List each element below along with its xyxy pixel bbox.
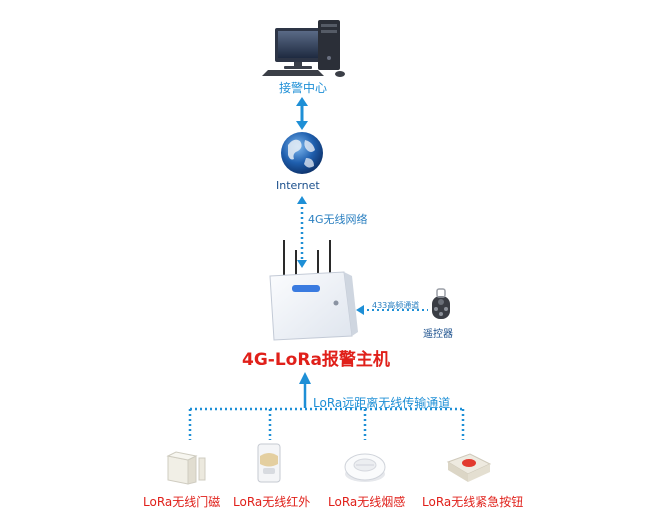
lora-channel-label: LoRa远距离无线传输通道 <box>313 396 451 410</box>
remote-label: 遥控器 <box>423 329 453 340</box>
alarm-host-icon <box>269 240 358 341</box>
emergency-button-icon <box>446 453 492 482</box>
lora-bus <box>188 407 465 440</box>
device-label-smoke: LoRa无线烟感 <box>328 495 406 509</box>
smoke-detector-icon <box>344 453 386 482</box>
network-link-label: 4G无线网络 <box>308 213 368 226</box>
computer-icon <box>262 20 345 77</box>
remote-link-arrow <box>356 305 428 315</box>
bus-to-host-arrow <box>299 372 311 408</box>
center-label: 接警中心 <box>279 81 328 95</box>
device-label-emergency: LoRa无线紧急按钮 <box>422 495 524 509</box>
device-label-pir: LoRa无线红外 <box>233 495 311 509</box>
remote-control-icon <box>432 288 450 319</box>
host-title: 4G-LoRa报警主机 <box>242 350 390 370</box>
center-internet-arrow <box>296 97 308 130</box>
internet-label: Internet <box>276 179 320 192</box>
globe-icon <box>281 132 323 174</box>
door-sensor-icon <box>166 451 206 485</box>
pir-sensor-icon <box>257 443 281 483</box>
device-label-door: LoRa无线门磁 <box>143 495 221 509</box>
network-link-arrow <box>297 196 307 268</box>
remote-link-label: 433高频通道 <box>372 301 420 310</box>
